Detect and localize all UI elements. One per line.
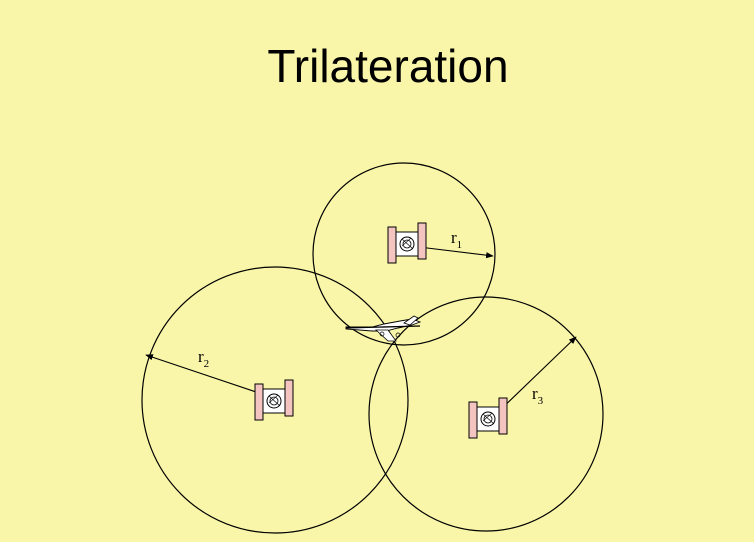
range-circle-1 [312, 162, 496, 346]
radius-label-1: r1 [451, 228, 462, 251]
range-circle-2 [141, 266, 409, 534]
satellite-icon [387, 222, 427, 264]
radius-label-3: r3 [532, 384, 544, 407]
radius-label-2: r2 [198, 347, 209, 370]
radius-arrow-2 [145, 354, 272, 398]
satellite-icon [254, 379, 294, 421]
radius-arrow-3 [495, 336, 577, 415]
radius-arrow-1 [418, 246, 494, 259]
slide-title: Trilateration [267, 40, 509, 92]
satellite-icon [468, 397, 508, 439]
airplane-icon [345, 315, 422, 342]
range-circle-3 [368, 296, 604, 532]
